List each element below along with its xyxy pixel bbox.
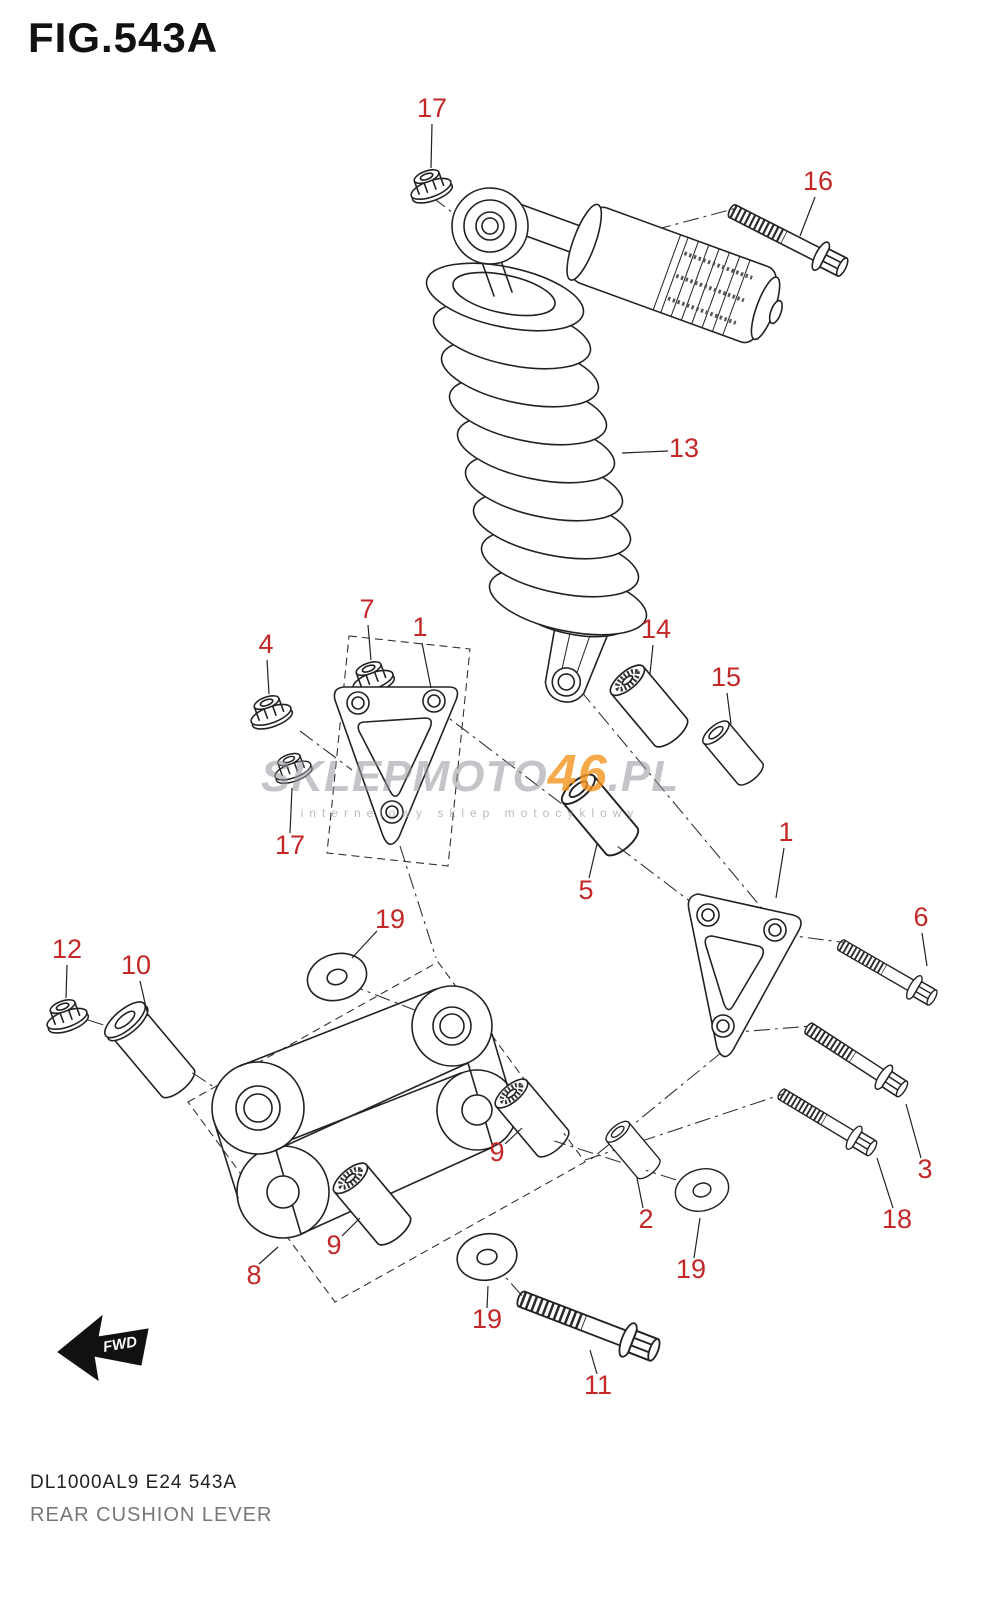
- collar-10: [104, 1001, 196, 1099]
- callout-leader-13: [621, 450, 669, 454]
- callout-19: 19: [676, 1254, 706, 1284]
- callout-leader-15: [726, 692, 732, 725]
- callout-2: 2: [638, 1204, 653, 1234]
- callout-16: 16: [803, 166, 833, 196]
- callout-leader-1: [775, 847, 785, 899]
- spacer-5: [556, 768, 644, 862]
- callout-13: 13: [669, 433, 699, 463]
- callout-14: 14: [641, 614, 671, 644]
- callout-19: 19: [375, 904, 405, 934]
- bolt-3: [799, 1015, 912, 1102]
- callout-leader-17: [289, 787, 293, 834]
- nut-12: [40, 993, 92, 1039]
- callout-11: 11: [584, 1370, 612, 1400]
- callout-leader-9: [341, 1217, 361, 1237]
- bolt-11: [512, 1281, 664, 1368]
- callout-10: 10: [121, 950, 151, 980]
- callout-6: 6: [913, 902, 928, 932]
- spacer-15: [698, 716, 768, 790]
- callout-leader-19: [486, 1285, 489, 1309]
- shock-top-eye: [451, 187, 529, 265]
- callout-leader-11: [589, 1349, 598, 1375]
- washer-19b: [669, 1161, 735, 1219]
- callout-1: 1: [778, 817, 793, 847]
- washer-19a: [301, 945, 373, 1009]
- callout-leader-14: [649, 644, 654, 675]
- fwd-label: FWD: [102, 1333, 139, 1356]
- callout-leader-2: [636, 1177, 644, 1209]
- figure-title: FIG.543A: [28, 14, 219, 61]
- callout-leader-19: [693, 1217, 701, 1259]
- spline-bushing-9b: [329, 1158, 416, 1250]
- callout-8: 8: [246, 1260, 261, 1290]
- callout-leader-12: [65, 964, 68, 999]
- callout-leader-6: [921, 932, 928, 967]
- callout-18: 18: [882, 1204, 912, 1234]
- bolt-18: [773, 1082, 881, 1161]
- callout-9: 9: [489, 1137, 504, 1167]
- nut-17-top: [404, 163, 456, 209]
- shock-reservoir: [508, 202, 783, 344]
- callout-leader-5: [588, 843, 598, 879]
- callout-leader-17: [430, 123, 433, 169]
- callout-17: 17: [275, 830, 305, 860]
- footer: DL1000AL9 E24 543A REAR CUSHION LEVER: [30, 1472, 273, 1527]
- callout-leader-16: [799, 196, 816, 237]
- callout-leader-10: [139, 980, 149, 1017]
- cushion-lever: [211, 985, 518, 1239]
- callout-1: 1: [412, 612, 427, 642]
- callout-5: 5: [578, 875, 593, 905]
- callout-leader-9: [504, 1127, 523, 1145]
- bracket-right: [687, 893, 802, 1058]
- callout-leader-19: [351, 930, 378, 959]
- callout-leader-4: [266, 659, 270, 695]
- callout-19: 19: [472, 1304, 502, 1334]
- callout-leader-3: [905, 1103, 922, 1159]
- callout-4: 4: [258, 629, 273, 659]
- callout-7: 7: [359, 594, 374, 624]
- nut-4: [244, 689, 296, 735]
- figure-code: DL1000AL9 E24 543A: [30, 1472, 238, 1493]
- nut-17-left: [268, 747, 316, 788]
- spline-bushing-14: [606, 660, 693, 752]
- callout-9: 9: [326, 1230, 341, 1260]
- callout-3: 3: [917, 1154, 932, 1184]
- bolt-6: [833, 932, 942, 1010]
- callout-leader-8: [258, 1246, 279, 1265]
- callout-leader-7: [367, 624, 372, 661]
- callout-leader-1: [421, 642, 432, 689]
- callout-17: 17: [417, 93, 447, 123]
- fwd-arrow: FWD: [57, 1314, 149, 1382]
- callout-leader-18: [876, 1157, 894, 1209]
- shock-absorber: [425, 187, 783, 703]
- figure-caption: REAR CUSHION LEVER: [30, 1504, 273, 1526]
- callout-12: 12: [52, 934, 82, 964]
- detail-box-bracket: [326, 635, 471, 867]
- callout-15: 15: [711, 662, 741, 692]
- washer-19c: [452, 1228, 522, 1286]
- bracket-left: [333, 686, 459, 846]
